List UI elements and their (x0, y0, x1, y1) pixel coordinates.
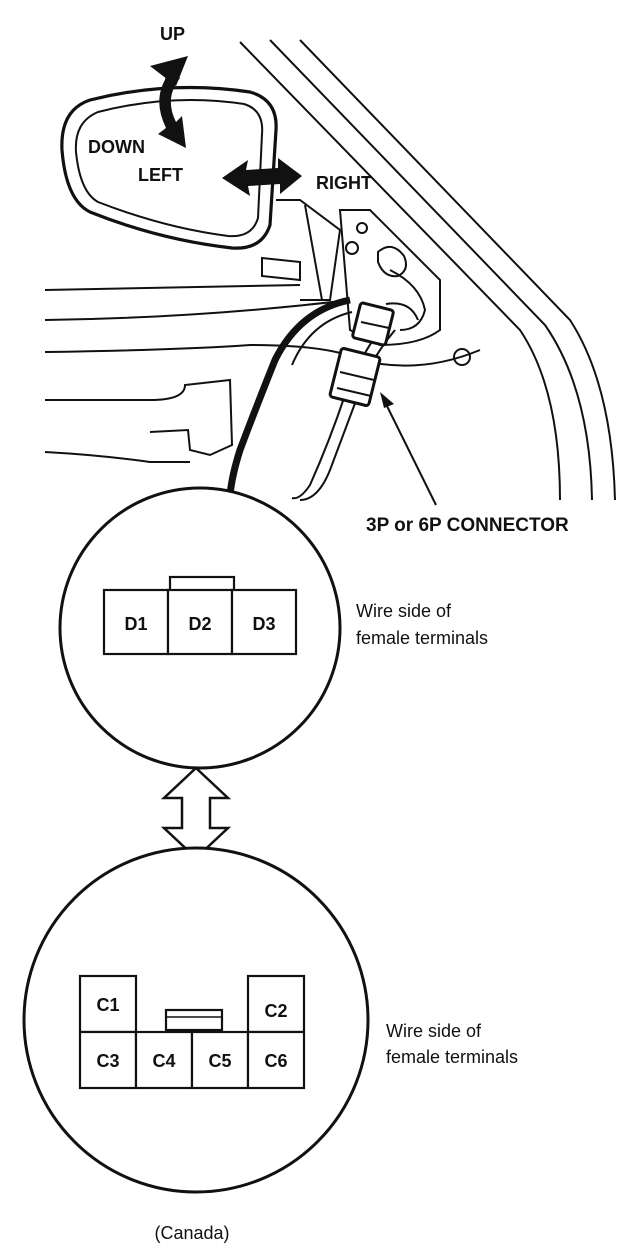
connector-callout-line (383, 399, 437, 506)
terminal-c6 (246, 1030, 306, 1090)
terminal-c3-label: C3 (96, 1051, 119, 1071)
connector-callout-label: 3P or 6P CONNECTOR (366, 515, 569, 536)
terminal-c4 (134, 1030, 194, 1090)
swap-arrow-icon (160, 766, 232, 860)
terminal-d1 (102, 588, 170, 656)
terminal-c4-label: C4 (152, 1051, 175, 1071)
upper-connector (351, 301, 419, 347)
terminal-c2-label: C2 (264, 1001, 287, 1021)
caption-3p-line2: female terminals (356, 628, 488, 648)
connector-callout-arrowhead (380, 392, 394, 408)
terminal-d2-label: D2 (188, 614, 211, 634)
label-down: DOWN (88, 137, 145, 157)
terminal-d3 (230, 588, 298, 656)
region-note: (Canada) (154, 1223, 229, 1243)
label-right: RIGHT (316, 173, 372, 193)
terminal-c1-label: C1 (96, 995, 119, 1015)
caption-6p-line2: female terminals (386, 1047, 518, 1067)
terminal-c2 (246, 974, 306, 1034)
terminal-c6-label: C6 (264, 1051, 287, 1071)
up-down-arrow-icon (150, 56, 188, 148)
detail-circle-3p: D1 D2 D3 (58, 486, 342, 770)
mirror-glass-outline (60, 85, 278, 250)
terminal-d2 (166, 588, 234, 656)
label-up: UP (160, 24, 185, 44)
label-left: LEFT (138, 165, 183, 185)
terminal-d1-label: D1 (124, 614, 147, 634)
terminal-c5-label: C5 (208, 1051, 231, 1071)
caption-3p-line1: Wire side of (356, 601, 452, 621)
lower-connector (328, 347, 382, 407)
left-right-arrow-icon (222, 158, 302, 196)
detail-circle-6p: C1 C2 C3 C4 C5 C6 (22, 846, 370, 1194)
caption-6p-line1: Wire side of (386, 1021, 482, 1041)
terminal-c5 (190, 1030, 250, 1090)
terminal-d3-label: D3 (252, 614, 275, 634)
door-mirror-illustration (44, 39, 616, 506)
